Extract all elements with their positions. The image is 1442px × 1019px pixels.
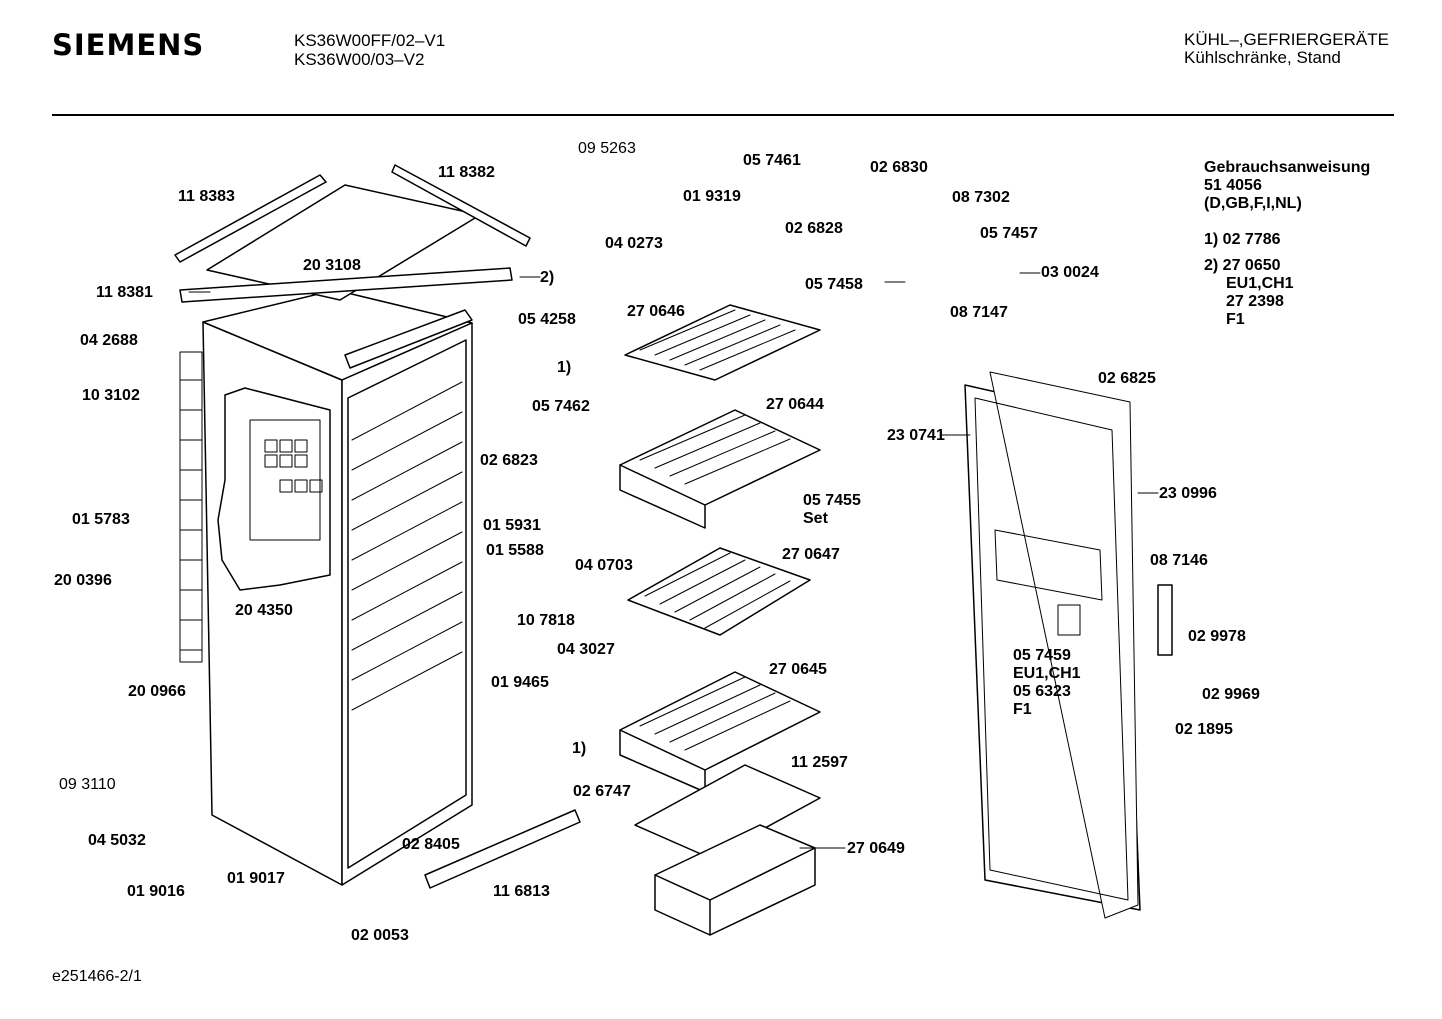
part-label: 02 6825 xyxy=(1098,370,1156,387)
part-label: 05 4258 xyxy=(518,311,576,328)
part-label: 01 9319 xyxy=(683,188,741,205)
model-line-2: KS36W00/03–V2 xyxy=(294,50,425,69)
part-label: 05 7455 xyxy=(803,492,861,509)
part-label: 01 5931 xyxy=(483,517,541,534)
glass-shelf-112597 xyxy=(635,765,820,858)
part-label: 01 9465 xyxy=(491,674,549,691)
part-label: 05 7461 xyxy=(743,152,801,169)
part-label: 03 0024 xyxy=(1041,264,1099,281)
part-label: 04 2688 xyxy=(80,332,138,349)
part-label: Set xyxy=(803,510,828,527)
part-label: 08 7302 xyxy=(952,189,1010,206)
footnote-2-alt-region: F1 xyxy=(1226,311,1245,328)
part-label: 02 6823 xyxy=(480,452,538,469)
shelf-270646 xyxy=(625,305,820,380)
footnote-2-region: EU1,CH1 xyxy=(1226,275,1294,292)
part-label: 11 8383 xyxy=(178,188,235,205)
part-label: 23 0741 xyxy=(887,427,945,444)
part-label: 02 6828 xyxy=(785,220,843,237)
shelf-270645 xyxy=(620,672,820,792)
part-label: 23 0996 xyxy=(1159,485,1217,502)
part-label: 05 6323 xyxy=(1013,683,1071,700)
manual-number: 51 4056 xyxy=(1204,177,1262,194)
part-label: 02 9978 xyxy=(1188,628,1246,645)
part-label: 02 8405 xyxy=(402,836,460,853)
footnote-2: 2) 27 0650 xyxy=(1204,257,1281,274)
part-label: 08 7147 xyxy=(950,304,1008,321)
model-line-1: KS36W00FF/02–V1 xyxy=(294,31,446,50)
part-label: EU1,CH1 xyxy=(1013,665,1081,682)
part-label: 11 8382 xyxy=(438,164,495,181)
part-label: 11 2597 xyxy=(791,754,848,771)
part-label: 04 5032 xyxy=(88,832,146,849)
part-label: 09 5263 xyxy=(578,140,636,157)
crisper-270649 xyxy=(655,825,815,935)
part-label: 02 1895 xyxy=(1175,721,1233,738)
category-subtitle: Kühlschränke, Stand xyxy=(1184,48,1341,67)
part-label: 02 6830 xyxy=(870,159,928,176)
part-label: 04 0273 xyxy=(605,235,663,252)
part-label: 11 8381 xyxy=(96,284,153,301)
part-label: 2) xyxy=(540,269,555,286)
part-label: 02 0053 xyxy=(351,927,409,944)
part-label: 01 9016 xyxy=(127,883,185,900)
part-label: 11 6813 xyxy=(493,883,550,900)
part-label: 20 0396 xyxy=(54,572,112,589)
manual-languages: (D,GB,F,I,NL) xyxy=(1204,195,1302,212)
part-label: 04 0703 xyxy=(575,557,633,574)
part-label: 01 5783 xyxy=(72,511,130,528)
part-label: 05 7462 xyxy=(532,398,590,415)
brand-logo: SIEMENS xyxy=(52,28,205,62)
part-label: 20 4350 xyxy=(235,602,293,619)
part-label: 01 5588 xyxy=(486,542,544,559)
manual-title: Gebrauchsanweisung xyxy=(1204,159,1371,176)
part-label: 04 3027 xyxy=(557,641,615,658)
door-handle xyxy=(1158,585,1172,655)
shelf-270644 xyxy=(620,410,820,528)
part-label: 05 7458 xyxy=(805,276,863,293)
header-divider xyxy=(52,114,1394,116)
category-title: KÜHL–,GEFRIERGERÄTE xyxy=(1184,30,1389,49)
part-label: 01 9017 xyxy=(227,870,285,887)
part-label: 20 0966 xyxy=(128,683,186,700)
part-label: 05 7459 xyxy=(1013,647,1071,664)
part-label: 05 7457 xyxy=(980,225,1038,242)
part-label: F1 xyxy=(1013,701,1032,718)
door-frame xyxy=(965,372,1140,918)
part-label: 27 0644 xyxy=(766,396,824,413)
part-label: 20 3108 xyxy=(303,257,361,274)
part-label: 09 3110 xyxy=(59,776,116,793)
part-label: 1) xyxy=(572,740,587,757)
part-label: 08 7146 xyxy=(1150,552,1208,569)
part-label: 27 0649 xyxy=(847,840,905,857)
part-label: 02 9969 xyxy=(1202,686,1260,703)
bottom-grille xyxy=(425,810,580,888)
part-label: 1) xyxy=(557,359,572,376)
document-code: e251466-2/1 xyxy=(52,968,142,985)
part-label: 27 0647 xyxy=(782,546,840,563)
footnote-2-alt: 27 2398 xyxy=(1226,293,1284,310)
part-label: 27 0645 xyxy=(769,661,827,678)
part-label: 10 3102 xyxy=(82,387,140,404)
part-label: 02 6747 xyxy=(573,783,631,800)
cabinet-body xyxy=(180,290,472,885)
top-cover xyxy=(175,165,530,368)
part-label: 27 0646 xyxy=(627,303,685,320)
part-label: 10 7818 xyxy=(517,612,575,629)
shelf-270647 xyxy=(628,548,810,635)
footnote-1: 1) 02 7786 xyxy=(1204,231,1281,248)
